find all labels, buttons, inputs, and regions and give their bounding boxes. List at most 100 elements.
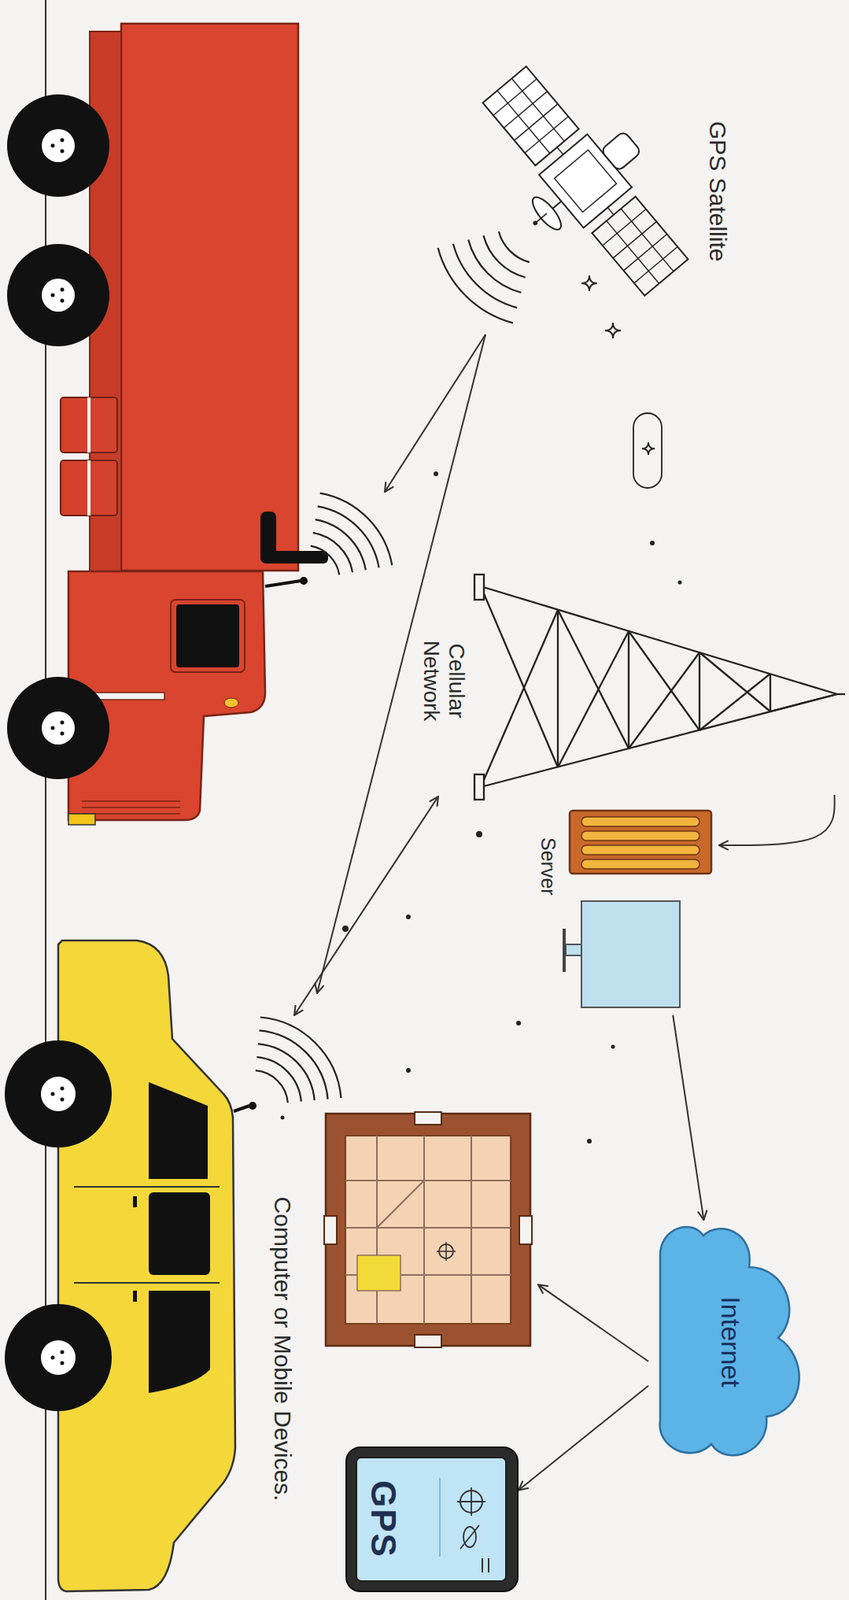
car-illustration-part-part <box>51 1092 56 1097</box>
satellite-illustration-part <box>527 192 566 234</box>
ink-speck-part <box>611 1044 616 1049</box>
cell-tower-illustration-part <box>698 652 701 731</box>
car-illustration-part-part <box>60 1350 65 1355</box>
car-illustration-part <box>40 1076 76 1112</box>
satellite-illustration-part-part <box>493 78 537 115</box>
truck-illustration-part <box>7 243 110 347</box>
devices-group: Computer or Mobile Devices.GPS <box>262 1101 539 1596</box>
car-illustration-part <box>132 1290 137 1302</box>
truck-illustration-part-part <box>60 731 65 736</box>
car-illustration-part <box>233 1105 250 1112</box>
connector-arrow <box>672 1015 704 1220</box>
truck-illustration-part-part <box>51 293 56 298</box>
car-illustration-part <box>58 940 236 1591</box>
cell-tower-illustration-part <box>628 631 700 731</box>
node-label: GPS Satellite <box>704 118 731 265</box>
node-label: Internet <box>716 1292 746 1390</box>
satellite-illustration-part-part <box>497 90 551 154</box>
truck-illustration-part <box>176 604 240 668</box>
truck-illustration-part <box>87 397 91 453</box>
ink-speck-part <box>678 580 683 585</box>
truck-illustration-part-part <box>81 812 181 815</box>
satellite-illustration-part <box>483 66 580 166</box>
screen-line <box>439 1477 441 1557</box>
car-illustration-part-part <box>60 1361 65 1366</box>
internet-cloud: Internet <box>648 1219 822 1464</box>
server-illustration <box>564 810 712 1008</box>
cell-tower-illustration-part <box>480 586 838 694</box>
connector-arrow <box>518 1385 649 1491</box>
signal-arrow-part <box>294 796 439 1016</box>
cell-tower-illustration-part <box>557 609 559 768</box>
truck-illustration-part <box>170 599 245 672</box>
node-label: GPS <box>364 1476 403 1562</box>
sparkle-star <box>581 275 662 488</box>
car-illustration-part-part <box>60 1097 65 1102</box>
satellite-signal-waves-part <box>453 243 517 308</box>
car-illustration-part-part <box>60 1086 65 1091</box>
car-illustration-part <box>4 1303 112 1411</box>
cell-tower-illustration-part <box>770 693 838 712</box>
satellite-illustration-part-part <box>623 234 668 271</box>
computer-illustration-part <box>325 1113 531 1346</box>
ink-speck-part <box>649 540 655 546</box>
node-label: Cellular Network <box>419 618 469 743</box>
server-illustration-part <box>581 816 700 827</box>
satellite-illustration-part-part <box>514 103 558 141</box>
satellite-signal-waves-part <box>483 235 526 277</box>
computer-illustration-part <box>357 1255 401 1291</box>
server-illustration-part <box>581 900 680 1008</box>
truck-illustration-part <box>51 138 65 736</box>
satellite-illustration-part-part <box>557 147 564 155</box>
truck-illustration-part-part <box>60 720 65 725</box>
car-illustration-part <box>4 1040 112 1148</box>
truck-illustration-part <box>265 580 301 587</box>
cell-tower-illustration <box>474 574 846 800</box>
sparkle-star-part <box>605 322 621 339</box>
truck-illustration-part <box>68 571 266 820</box>
computer-illustration-part <box>414 1334 442 1348</box>
computer-illustration-part-part <box>345 1226 511 1229</box>
cell-tower-illustration-part <box>627 631 630 749</box>
satellite-illustration-part <box>554 150 617 213</box>
truck-illustration-part <box>81 801 181 814</box>
satellite-illustration-part <box>600 130 642 172</box>
truck-illustration-part <box>7 94 110 197</box>
truck-illustration-part-part <box>60 298 65 303</box>
satellite-illustration-part <box>483 66 689 296</box>
truck-signal-waves-part <box>310 546 340 576</box>
truck-illustration-part <box>121 23 299 571</box>
ink-speck-part <box>280 1115 285 1120</box>
car-illustration-part <box>148 1081 208 1179</box>
truck-illustration-part <box>260 511 277 564</box>
cell-tower-node: Cellular Network <box>416 566 848 795</box>
car-signal-waves-part <box>260 1017 342 1099</box>
computer-illustration-part <box>519 1215 532 1244</box>
satellite-signal-waves-part <box>438 247 514 323</box>
satellite-signal-waves-part <box>498 231 530 263</box>
car-signal-waves-part <box>255 1070 288 1103</box>
satellite-illustration-part-part <box>606 221 660 285</box>
connector-arrow <box>719 794 835 846</box>
truck-illustration <box>7 23 329 825</box>
car-illustration-part <box>51 1086 65 1366</box>
truck-illustration-part-part <box>60 287 65 292</box>
ink-speck <box>280 471 683 1144</box>
truck-signal-waves <box>310 493 393 576</box>
cell-tower-illustration-part <box>474 774 484 800</box>
cell-tower-illustration-part <box>699 652 771 712</box>
ink-speck-part <box>586 1138 592 1144</box>
satellite-illustration-part-part <box>602 209 646 246</box>
truck-illustration-part-part <box>81 800 181 802</box>
computer-illustration-part-part <box>423 1135 425 1324</box>
cell-tower-illustration-part <box>769 673 772 712</box>
car-signal-waves-part <box>256 1056 301 1101</box>
cell-tower-illustration-part <box>474 574 484 600</box>
satellite-icon <box>460 1524 480 1549</box>
truck-illustration-part <box>224 697 239 708</box>
computer-illustration-part-part <box>376 1135 378 1324</box>
ink-speck-part <box>406 914 411 920</box>
car-illustration-part <box>73 1185 220 1188</box>
connector-arrow <box>538 1284 649 1361</box>
